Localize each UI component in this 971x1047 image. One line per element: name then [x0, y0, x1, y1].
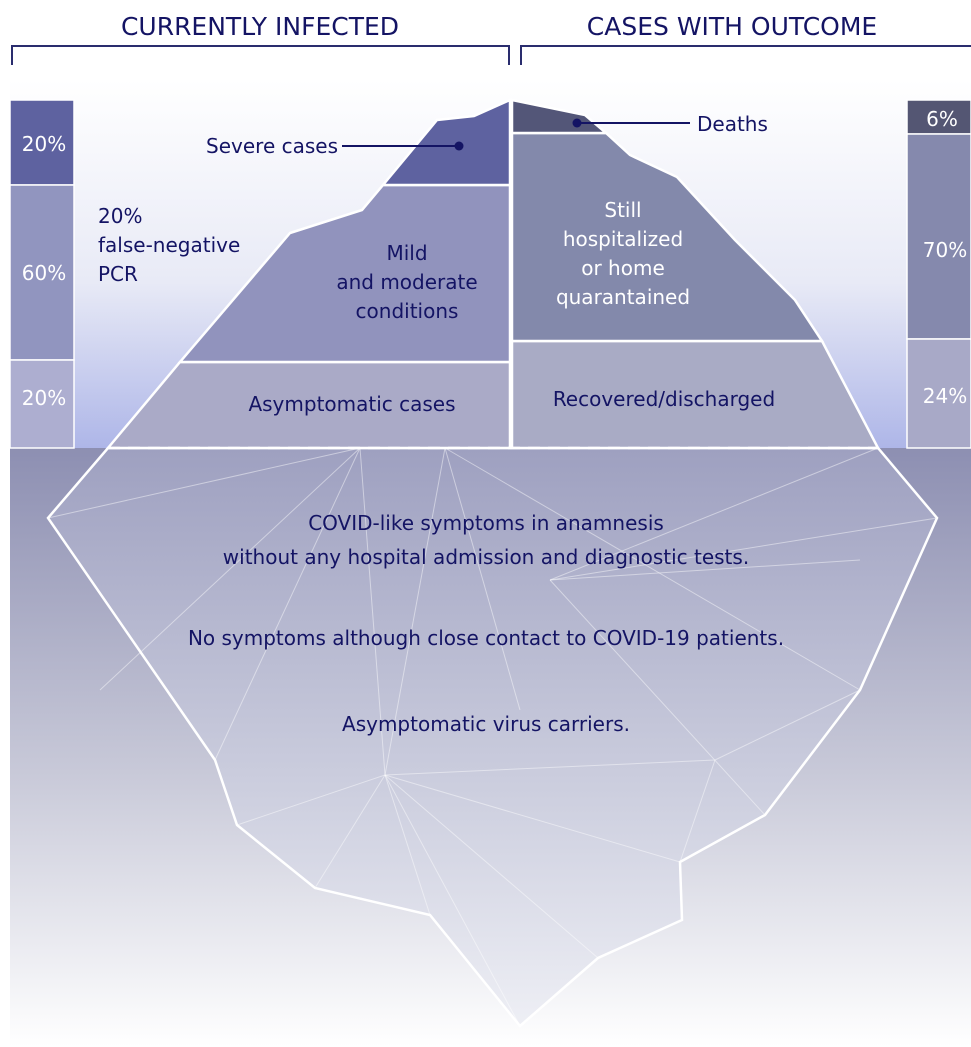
left-bar-segment-severe	[9, 99, 75, 186]
right-percentage-bar: 6% 70% 24%	[906, 99, 971, 449]
false-negative-annotation: 20% false-negative PCR	[98, 204, 240, 286]
severe-cases-region	[380, 98, 512, 187]
right-bar-segment-deaths	[906, 99, 971, 135]
left-bar-label-mid: 60%	[22, 261, 66, 285]
left-header-bracket	[11, 45, 510, 65]
deaths-label: Deaths	[697, 112, 768, 136]
recovered-label: Recovered/discharged	[553, 387, 775, 411]
false-negative-line-2: false-negative	[98, 233, 240, 257]
deaths-marker	[572, 118, 582, 128]
asymptomatic-cases-label: Asymptomatic cases	[248, 392, 455, 416]
mild-line-1: Mild	[386, 241, 427, 265]
header-currently-infected: CURRENTLY INFECTED	[121, 12, 399, 41]
severe-cases-label: Severe cases	[206, 134, 338, 158]
still-line-1: Still	[604, 198, 641, 222]
severe-cases-marker	[454, 141, 464, 151]
right-bar-label-bottom: 24%	[923, 384, 967, 408]
underwater-line-1: COVID-like symptoms in anamnesis	[308, 511, 664, 535]
right-bar-segment-still	[906, 133, 971, 340]
severe-cases-callout: Severe cases	[206, 134, 464, 158]
still-line-3: or home	[581, 256, 665, 280]
iceberg-tip-right	[510, 98, 881, 450]
still-hospitalized-label: Still hospitalized or home quarantained	[556, 198, 690, 309]
deaths-callout: Deaths	[572, 112, 768, 136]
still-line-4: quarantained	[556, 285, 690, 309]
right-bar-label-top: 6%	[926, 107, 958, 131]
still-line-2: hospitalized	[563, 227, 683, 251]
right-header-bracket	[520, 45, 971, 65]
underwater-iceberg	[46, 446, 939, 1028]
underwater-labels: COVID-like symptoms in anamnesis without…	[188, 511, 784, 736]
mild-moderate-label: Mild and moderate conditions	[336, 241, 477, 323]
left-percentage-bar: 20% 60% 20%	[9, 99, 75, 449]
iceberg-tip-left	[105, 98, 512, 450]
underwater-line-2: without any hospital admission and diagn…	[223, 545, 749, 569]
deaths-region	[510, 98, 610, 135]
still-hospitalized-region	[510, 131, 825, 343]
underwater-line-4: Asymptomatic virus carriers.	[342, 712, 630, 736]
mild-line-3: conditions	[356, 299, 459, 323]
underwater-line-3: No symptoms although close contact to CO…	[188, 626, 784, 650]
left-bar-label-top: 20%	[22, 132, 66, 156]
header-cases-with-outcome: CASES WITH OUTCOME	[587, 12, 877, 41]
right-bar-segment-recovered	[906, 338, 971, 449]
left-bar-segment-asymptomatic	[9, 359, 75, 449]
left-bar-label-bottom: 20%	[22, 386, 66, 410]
false-negative-line-1: 20%	[98, 204, 142, 228]
left-bar-segment-mild	[9, 184, 75, 361]
false-negative-line-3: PCR	[98, 262, 138, 286]
mild-line-2: and moderate	[336, 270, 477, 294]
right-bar-label-mid: 70%	[923, 238, 967, 262]
